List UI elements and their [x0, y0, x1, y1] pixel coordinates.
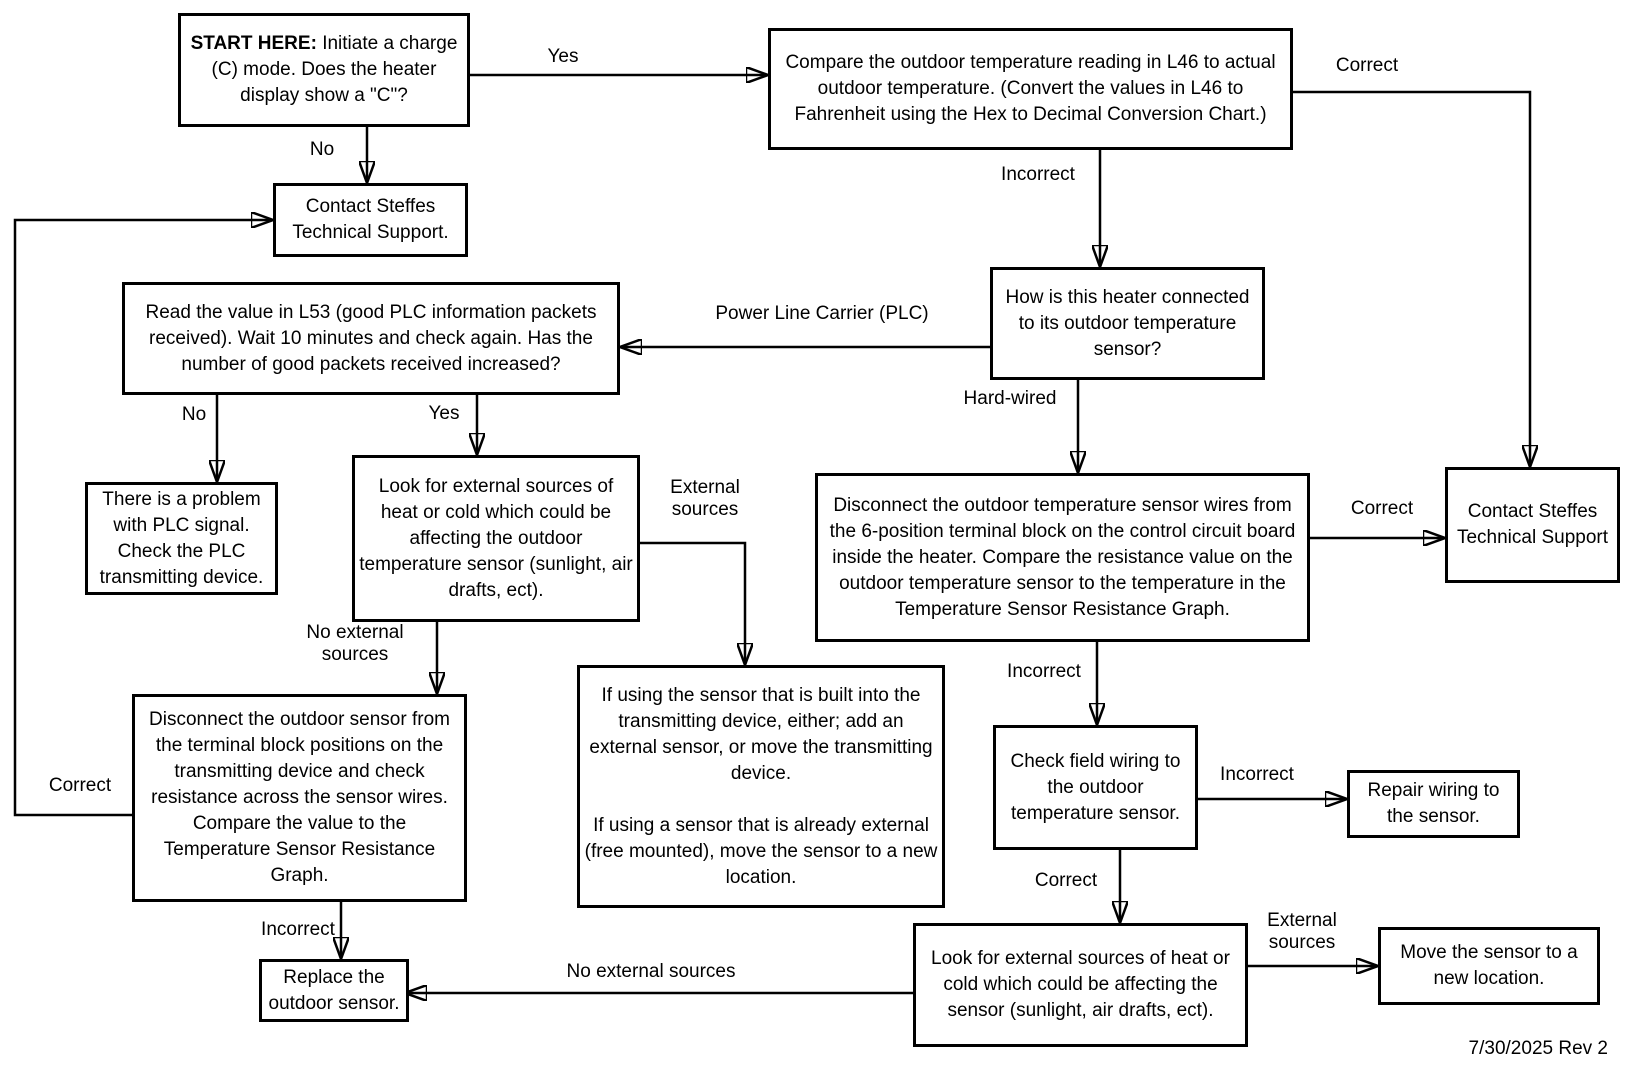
label-incorrect-wiring: Incorrect: [1220, 764, 1294, 785]
node-look-external-bottom: Look for external sources of heat or col…: [913, 923, 1248, 1047]
node-replace-sensor-text: Replace the outdoor sensor.: [268, 966, 400, 1014]
label-no-start: No: [309, 139, 335, 160]
node-contact-support-right-text: Contact Steffes Technical Support: [1456, 501, 1609, 548]
node-start-text: START HERE: Initiate a charge (C) mode. …: [190, 33, 458, 106]
label-yes-start: Yes: [547, 46, 579, 67]
node-disconnect-transmitter: Disconnect the outdoor sensor from the t…: [132, 694, 467, 902]
label-hard-wired: Hard-wired: [963, 388, 1057, 409]
label-incorrect-compare: Incorrect: [1001, 164, 1075, 185]
node-how-connected-text: How is this heater connected to its outd…: [1005, 286, 1250, 360]
node-disconnect-transmitter-text: Disconnect the outdoor sensor from the t…: [149, 709, 450, 886]
node-if-using-para2: If using a sensor that is already extern…: [584, 814, 938, 888]
label-external-sources-top: External sources: [670, 477, 740, 520]
node-repair-wiring-text: Repair wiring to the sensor.: [1367, 780, 1500, 827]
revision-label: 7/30/2025 Rev 2: [1468, 1038, 1608, 1059]
node-compare-l46-text: Compare the outdoor temperature reading …: [785, 52, 1276, 125]
label-external-sources-bottom: External sources: [1267, 910, 1337, 953]
node-move-sensor: Move the sensor to a new location.: [1378, 927, 1600, 1005]
node-contact-support-right: Contact Steffes Technical Support: [1445, 467, 1620, 583]
edge-look-external-ifusing: [640, 541, 745, 662]
node-if-using: If using the sensor that is built into t…: [577, 665, 945, 908]
node-check-wiring: Check field wiring to the outdoor temper…: [993, 725, 1198, 850]
node-how-connected: How is this heater connected to its outd…: [990, 267, 1265, 380]
label-correct-resistance: Correct: [1350, 498, 1414, 519]
node-repair-wiring: Repair wiring to the sensor.: [1347, 770, 1520, 838]
node-look-external-bottom-text: Look for external sources of heat or col…: [931, 948, 1230, 1021]
node-look-external-top: Look for external sources of heat or col…: [352, 455, 640, 622]
node-read-l53-text: Read the value in L53 (good PLC informat…: [145, 301, 597, 375]
node-start: START HERE: Initiate a charge (C) mode. …: [178, 13, 470, 127]
label-incorrect-transmitter: Incorrect: [261, 919, 335, 940]
node-replace-sensor: Replace the outdoor sensor.: [259, 959, 409, 1022]
node-if-using-para1: If using the sensor that is built into t…: [589, 684, 933, 784]
node-look-external-top-text: Look for external sources of heat or col…: [359, 475, 633, 601]
label-no-external-top: No external sources: [306, 622, 404, 665]
label-correct-compare: Correct: [1335, 55, 1399, 76]
node-disconnect-heater-text: Disconnect the outdoor temperature senso…: [829, 494, 1296, 620]
label-incorrect-resistance: Incorrect: [1007, 661, 1081, 682]
label-correct-loop: Correct: [48, 775, 112, 796]
label-correct-wiring: Correct: [1034, 870, 1098, 891]
label-plc: Power Line Carrier (PLC): [715, 303, 929, 324]
node-move-sensor-text: Move the sensor to a new location.: [1400, 942, 1578, 989]
node-plc-problem-text: There is a problem with PLC signal. Chec…: [99, 488, 264, 588]
node-read-l53: Read the value in L53 (good PLC informat…: [122, 282, 620, 395]
label-yes-l53: Yes: [428, 403, 460, 424]
edge-correct-loop-contact: [13, 220, 270, 817]
node-contact-support-top: Contact Steffes Technical Support.: [273, 183, 468, 257]
node-plc-problem: There is a problem with PLC signal. Chec…: [85, 482, 278, 595]
node-disconnect-heater: Disconnect the outdoor temperature senso…: [815, 473, 1310, 642]
node-contact-support-top-text: Contact Steffes Technical Support.: [292, 196, 449, 243]
edge-compare-correct-contact: [1293, 90, 1530, 464]
node-check-wiring-text: Check field wiring to the outdoor temper…: [1010, 750, 1181, 824]
label-no-external-bottom: No external sources: [566, 961, 736, 982]
label-no-l53: No: [181, 404, 207, 425]
node-compare-l46: Compare the outdoor temperature reading …: [768, 28, 1293, 150]
